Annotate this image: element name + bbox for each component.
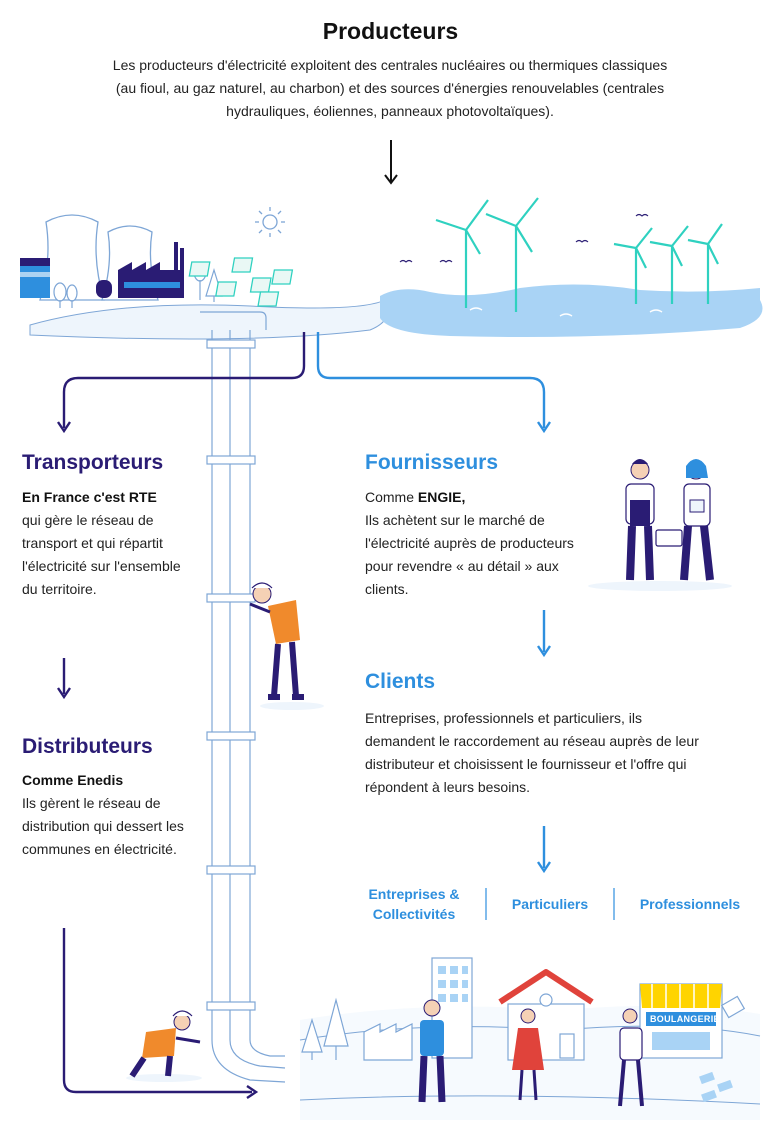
clients-title: Clients [365, 670, 436, 693]
sea-wind-farm [380, 197, 763, 337]
town-illustration [299, 957, 761, 1120]
distributeurs-text: Comme Enedis Ils gèrent le réseau de dis… [22, 769, 192, 861]
fournisseurs-description: Ils achètent sur le marché de l'électric… [365, 512, 574, 597]
fournisseurs-lead: ENGIE, [417, 489, 466, 505]
producteurs-description: Les producteurs d'électricité exploitent… [112, 57, 668, 119]
supplier-people [588, 459, 732, 591]
distributeurs-lead: Comme Enedis [22, 772, 124, 788]
category-particuliers: Particuliers [511, 896, 589, 912]
fournisseurs-title: Fournisseurs [365, 451, 499, 474]
worker-icon [126, 1010, 202, 1082]
fournisseurs-lead-prefix: Comme [365, 489, 415, 505]
wind-turbine-icon [435, 197, 723, 312]
transporteurs-title: Transporteurs [22, 451, 164, 474]
production-landscape [20, 207, 389, 340]
fournisseurs-text: Comme ENGIE, Ils achètent sur le marché … [365, 486, 605, 601]
transporteurs-text: En France c'est RTE qui gère le réseau d… [22, 486, 192, 601]
shop-icon [639, 983, 746, 1059]
transmission-pylon [206, 330, 286, 1083]
clients-description: Entreprises, professionnels et particuli… [365, 710, 699, 795]
sun-icon [255, 207, 285, 237]
category-professionnels: Professionnels [639, 896, 741, 912]
category-entreprises-line2: Collectivités [372, 906, 456, 922]
producteurs-title: Producteurs [322, 18, 459, 44]
worker-icon [249, 582, 324, 710]
shop-sign: BOULANGERIE [650, 1014, 720, 1024]
arrow-down-icon [384, 140, 398, 185]
distributeurs-description: Ils gèrent le réseau de distribution qui… [22, 795, 184, 857]
category-entreprises: Entreprises & Collectivités [356, 884, 472, 924]
transporteurs-lead: En France c'est RTE [22, 489, 157, 505]
solar-panel-icon [188, 257, 294, 307]
client-people [418, 999, 644, 1107]
transporteurs-description: qui gère le réseau de transport et qui r… [22, 512, 181, 597]
house-icon [498, 969, 594, 1061]
factory-icon [118, 242, 184, 298]
distributeurs-title: Distributeurs [22, 735, 153, 758]
category-entreprises-line1: Entreprises & [368, 886, 460, 902]
